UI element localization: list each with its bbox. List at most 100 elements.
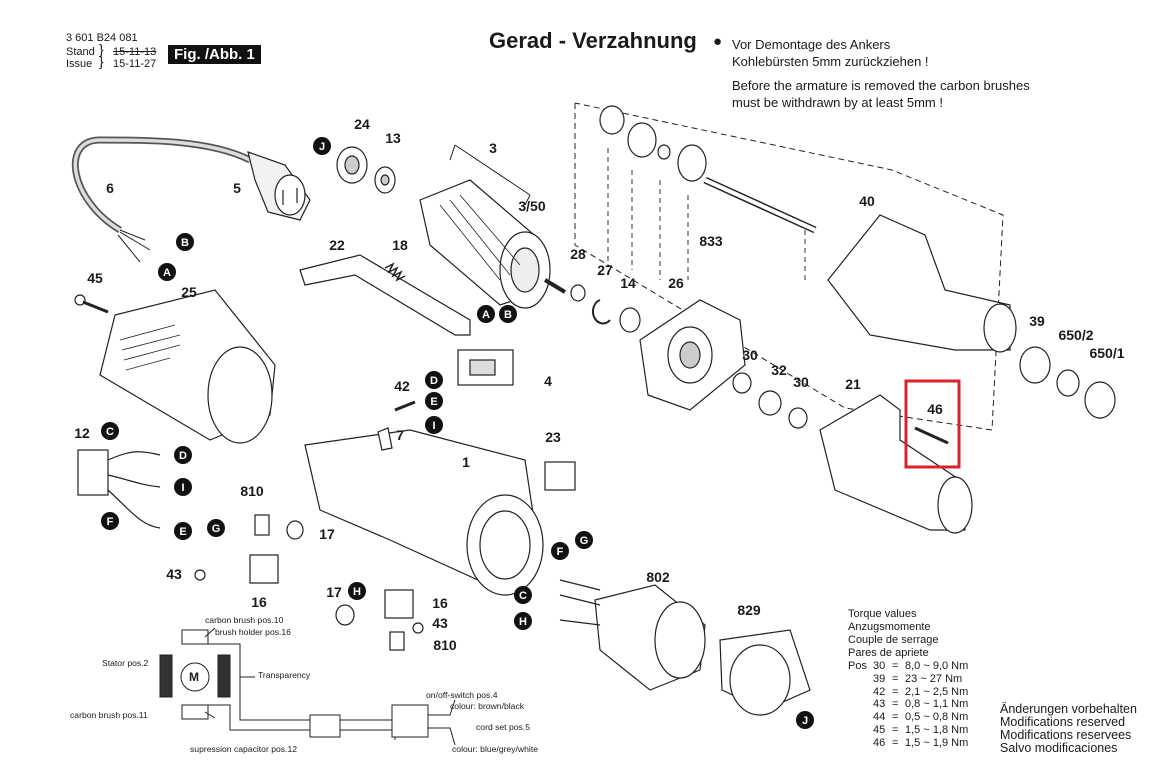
stand-label: Stand [66, 46, 95, 58]
label-colour-2: colour: blue/grey/white [452, 744, 538, 754]
connector-circle-A2 [477, 305, 495, 323]
connector-badge-H2: H [514, 612, 532, 630]
mods-fr: Modifications reservees [1000, 728, 1132, 742]
highlight-box-part-46 [904, 379, 961, 469]
part-label-p43b: 43 [432, 615, 448, 631]
part-label-p650_2: 650/2 [1058, 327, 1093, 343]
part-label-p43a: 43 [166, 566, 182, 582]
label-cord-set: cord set pos.5 [476, 722, 530, 732]
spring-part-17a [286, 520, 304, 540]
connector-circle-J2 [796, 711, 814, 729]
gear-head-part-40 [827, 214, 1017, 353]
clip-part-7 [377, 427, 393, 451]
mods-de: Änderungen vorbehalten [1000, 702, 1137, 716]
part-label-p39: 39 [1029, 313, 1045, 329]
part-label-p32: 32 [771, 362, 787, 378]
torque-equals: = [892, 711, 899, 724]
part-label-p42: 42 [394, 378, 410, 394]
connector-badge-B2: B [499, 305, 517, 323]
connector-letter-G2: G [580, 535, 589, 547]
wire-stator [559, 579, 601, 626]
connector-badge-B1: B [176, 233, 194, 251]
part-label-p25: 25 [181, 284, 197, 300]
connector-letter-F2: F [557, 546, 564, 558]
torque-header-es: Pares de apriete [848, 647, 929, 659]
mods-es: Salvo modificaciones [1000, 741, 1118, 755]
part-label-p16a: 16 [251, 594, 267, 610]
screw-part-46 [914, 426, 949, 445]
connector-circle-E2 [174, 522, 192, 540]
connector-badge-E1: E [425, 392, 443, 410]
part-label-p23: 23 [545, 429, 561, 445]
issue-date-new: 15-11-27 [113, 58, 157, 70]
part-label-p16b: 16 [432, 595, 448, 611]
brace-glyph-2: } [99, 53, 104, 69]
note-line-1: Vor Demontage des Ankers [732, 37, 891, 52]
connector-letter-J2: J [802, 715, 808, 727]
carbon-brush-part-810a [254, 514, 270, 536]
connector-letter-E1: E [430, 396, 437, 408]
screw-part-45 [74, 294, 109, 314]
part-label-p802: 802 [646, 569, 670, 585]
brush-holder-part-16a [249, 554, 279, 584]
note-line-2: Kohlebürsten 5mm zurückziehen ! [732, 54, 929, 69]
connector-circle-G1 [207, 519, 225, 537]
spring-part-17b [335, 604, 355, 626]
armature-part-3 [419, 179, 567, 309]
nut-part-39 [1019, 346, 1051, 384]
torque-pos-30: 30 [873, 660, 886, 672]
label-transparency: Transparency [258, 670, 311, 680]
connector-circle-I1 [425, 416, 443, 434]
torque-value-46: 1,5 ~ 1,9 Nm [905, 736, 969, 749]
screw-part-42 [394, 400, 416, 412]
connector-badge-H1: H [348, 582, 366, 600]
torque-pos-42: 42 [873, 685, 886, 698]
wire-bundle-12 [77, 449, 161, 529]
connector-letter-D2: D [179, 450, 187, 462]
washer-top [657, 144, 671, 160]
torque-value-44: 0,5 ~ 0,8 Nm [905, 711, 969, 724]
connector-badge-F1: F [101, 512, 119, 530]
torque-equals: = [892, 685, 899, 698]
connector-badge-I2: I [174, 478, 192, 496]
flange-part-26 [639, 299, 746, 411]
power-cord [71, 136, 252, 263]
circlip-27 [592, 299, 611, 325]
wiring-schematic [159, 627, 456, 746]
connector-badge-E2: E [174, 522, 192, 540]
brush-holder-part-16b [384, 589, 414, 619]
part-label-p6: 6 [106, 180, 114, 196]
torque-equals: = [892, 660, 899, 672]
connector-badge-G1: G [207, 519, 225, 537]
spindle-part-833 [703, 176, 817, 234]
part-label-p4: 4 [544, 373, 552, 389]
motor-housing-part-1 [304, 429, 544, 596]
connector-circle-I2 [174, 478, 192, 496]
connector-badge-C1: C [101, 422, 119, 440]
part-label-p829: 829 [737, 602, 761, 618]
part-label-p1: 1 [462, 454, 470, 470]
connector-letter-I2: I [181, 482, 184, 494]
connector-badge-D2: D [174, 446, 192, 464]
connector-badge-F2: F [551, 542, 569, 560]
connector-circle-H1 [348, 582, 366, 600]
spring-part-18 [384, 262, 406, 282]
part-label-p22: 22 [329, 237, 345, 253]
part-label-p21: 21 [845, 376, 861, 392]
part-label-p5: 5 [233, 180, 241, 196]
part-label-p3_50: 3/50 [518, 198, 545, 214]
motor-symbol: M [189, 670, 199, 684]
torque-equals: = [892, 736, 899, 749]
part-label-p810a: 810 [240, 483, 264, 499]
connector-circle-B1 [176, 233, 194, 251]
connector-badge-C2: C [514, 586, 532, 604]
torque-equals: = [892, 724, 899, 736]
part-label-p13: 13 [385, 130, 401, 146]
torque-value-42: 2,1 ~ 2,5 Nm [905, 685, 969, 698]
connector-letter-I1: I [432, 420, 435, 432]
torque-value-43: 0,8 ~ 1,1 Nm [905, 698, 969, 711]
bullet-glyph: ● [713, 33, 723, 50]
connector-letter-C2: C [519, 590, 527, 602]
note-line-3: Before the armature is removed the carbo… [732, 78, 1030, 93]
